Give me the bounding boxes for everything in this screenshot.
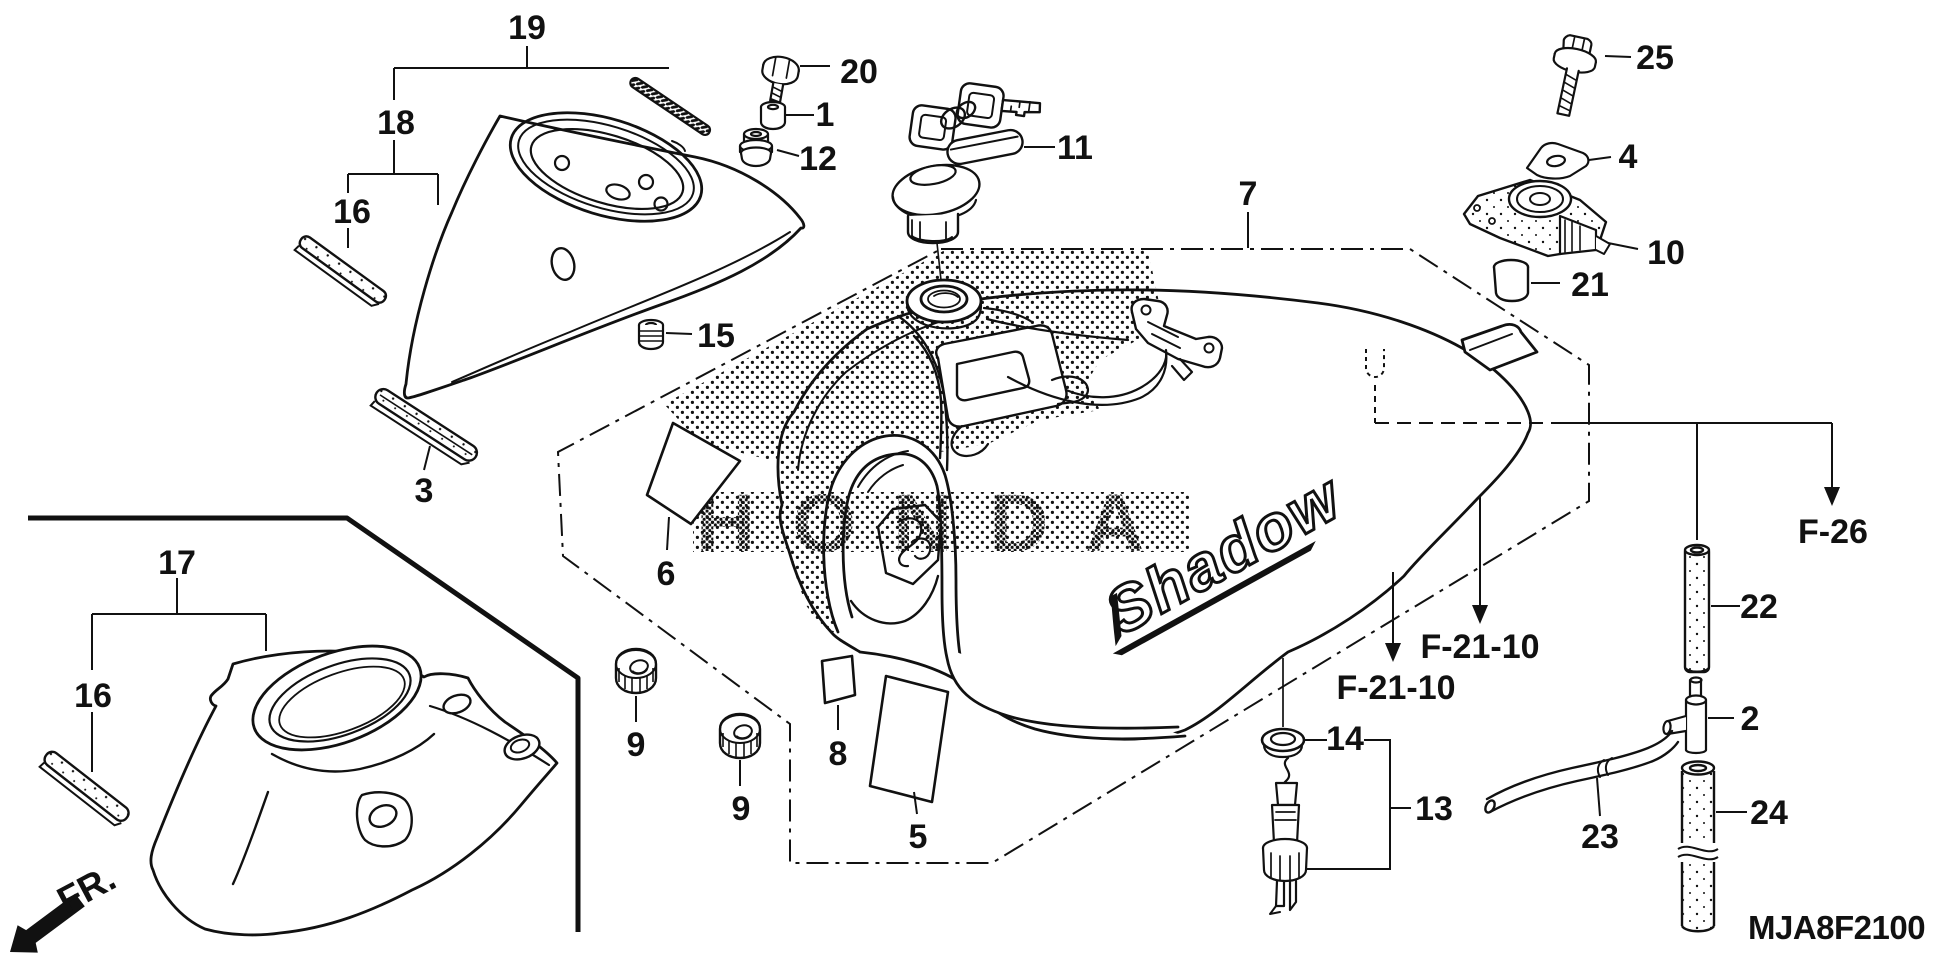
svg-text:2: 2	[1741, 700, 1760, 738]
svg-text:20: 20	[840, 53, 878, 91]
svg-text:17: 17	[158, 544, 196, 582]
svg-text:23: 23	[1581, 818, 1619, 856]
svg-text:10: 10	[1647, 234, 1685, 272]
svg-text:13: 13	[1415, 790, 1453, 828]
svg-text:19: 19	[508, 9, 546, 47]
svg-text:5: 5	[909, 818, 928, 856]
svg-text:21: 21	[1571, 266, 1609, 304]
svg-text:9: 9	[732, 790, 751, 828]
svg-text:8: 8	[829, 735, 848, 773]
svg-text:25: 25	[1636, 39, 1674, 77]
svg-text:3: 3	[415, 472, 434, 510]
svg-text:F-26: F-26	[1798, 513, 1868, 551]
svg-text:F-21-10: F-21-10	[1336, 669, 1455, 707]
svg-text:11: 11	[1057, 129, 1093, 167]
svg-text:7: 7	[1239, 175, 1258, 213]
svg-text:14: 14	[1326, 720, 1364, 758]
svg-text:6: 6	[657, 555, 676, 593]
svg-text:HONDA: HONDA	[696, 478, 1182, 569]
svg-text:MJA8F2100: MJA8F2100	[1748, 909, 1925, 946]
svg-text:18: 18	[377, 104, 415, 142]
svg-text:1: 1	[816, 96, 835, 134]
svg-text:22: 22	[1740, 588, 1778, 626]
svg-text:15: 15	[697, 317, 735, 355]
svg-text:4: 4	[1619, 138, 1638, 176]
svg-text:24: 24	[1750, 794, 1788, 832]
svg-text:12: 12	[799, 140, 837, 178]
svg-text:F-21-10: F-21-10	[1420, 628, 1539, 666]
svg-text:9: 9	[627, 726, 646, 764]
svg-text:16: 16	[74, 677, 112, 715]
svg-text:16: 16	[333, 193, 371, 231]
